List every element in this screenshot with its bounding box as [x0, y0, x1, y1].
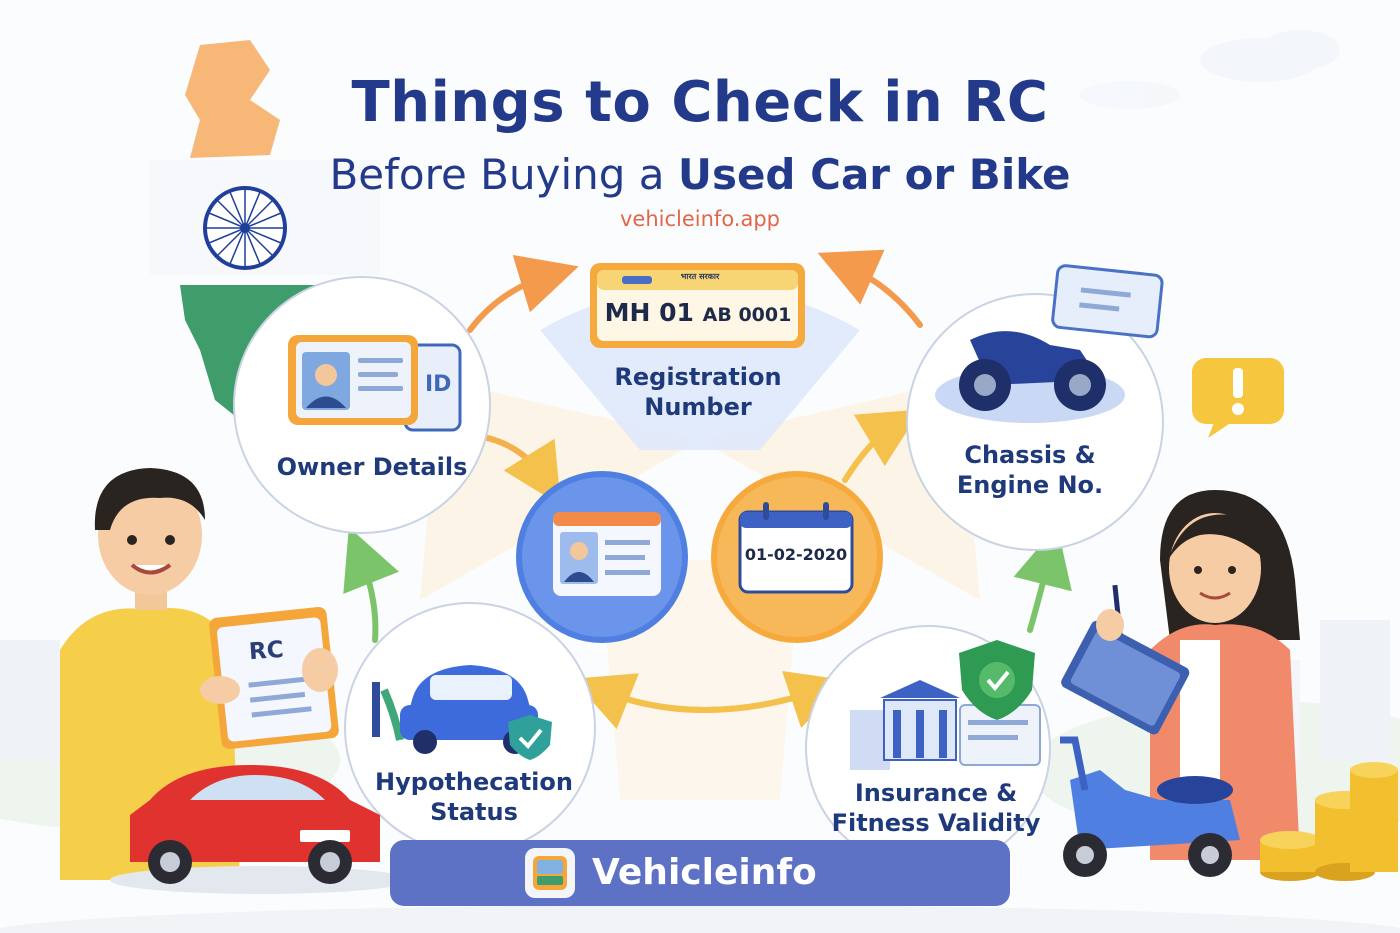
- bike-icon: [935, 264, 1164, 423]
- plate-main: MH 01: [604, 298, 694, 327]
- subtitle-bold: Used Car or Bike: [677, 150, 1071, 199]
- coins-icon: [1260, 762, 1398, 881]
- rc-document-label: RC: [248, 636, 285, 666]
- page-subtitle: Before Buying a Used Car or Bike: [0, 150, 1400, 199]
- insurance-label-line1: Insurance &: [854, 779, 1018, 807]
- scooter-icon: [1060, 736, 1240, 877]
- hypothecation-label: Hypothecation Status: [360, 767, 588, 827]
- chassis-label-line1: Chassis &: [964, 441, 1096, 469]
- insurance-label: Insurance & Fitness Validity: [826, 778, 1046, 838]
- date-value: 01-02-2020: [744, 545, 848, 564]
- shield-check-icon: [959, 640, 1035, 720]
- insurance-label-line2: Fitness Validity: [831, 809, 1041, 837]
- shield-check-icon: [508, 715, 552, 760]
- owner-details-label: Owner Details: [276, 453, 468, 481]
- website-label: vehicleinfo.app: [619, 207, 780, 231]
- vehicleinfo-logo-icon: [525, 848, 575, 898]
- brand-bar: [390, 840, 1010, 906]
- chassis-label: Chassis & Engine No.: [920, 440, 1140, 500]
- hypothecation-label-line1: Hypothecation: [375, 768, 573, 796]
- owner-details-bubble: [233, 276, 491, 534]
- plate-small: AB 0001: [702, 304, 792, 326]
- calendar-icon: [711, 471, 883, 643]
- number-plate-icon: [590, 263, 805, 348]
- registration-label: Registration Number: [588, 362, 808, 422]
- flow-arrows: [343, 249, 1072, 729]
- red-car-illustration: [110, 765, 410, 894]
- man-illustration: [60, 468, 339, 880]
- registration-label-line1: Registration: [614, 363, 782, 391]
- hypothecation-label-line2: Status: [430, 798, 518, 826]
- plate-header: भारत सरकार: [680, 272, 720, 281]
- plate-number: MH 01 AB 0001: [598, 298, 798, 327]
- id-badge: ID: [425, 372, 452, 397]
- alert-icon: [1192, 358, 1284, 438]
- woman-illustration: [1061, 490, 1300, 860]
- insurance-fitness-bubble: [805, 625, 1051, 871]
- id-card-icon: [288, 335, 462, 432]
- chassis-label-line2: Engine No.: [956, 471, 1104, 499]
- ground: [0, 905, 1400, 933]
- subtitle-prefix: Before Buying a: [329, 150, 678, 199]
- hypothecation-bubble: [344, 602, 596, 854]
- chassis-engine-bubble: [906, 264, 1164, 551]
- registration-label-line2: Number: [644, 393, 752, 421]
- page-title: Things to Check in RC: [351, 70, 1049, 135]
- brand-name: Vehicleinfo: [592, 852, 817, 893]
- center-owner-card-icon: [516, 471, 688, 643]
